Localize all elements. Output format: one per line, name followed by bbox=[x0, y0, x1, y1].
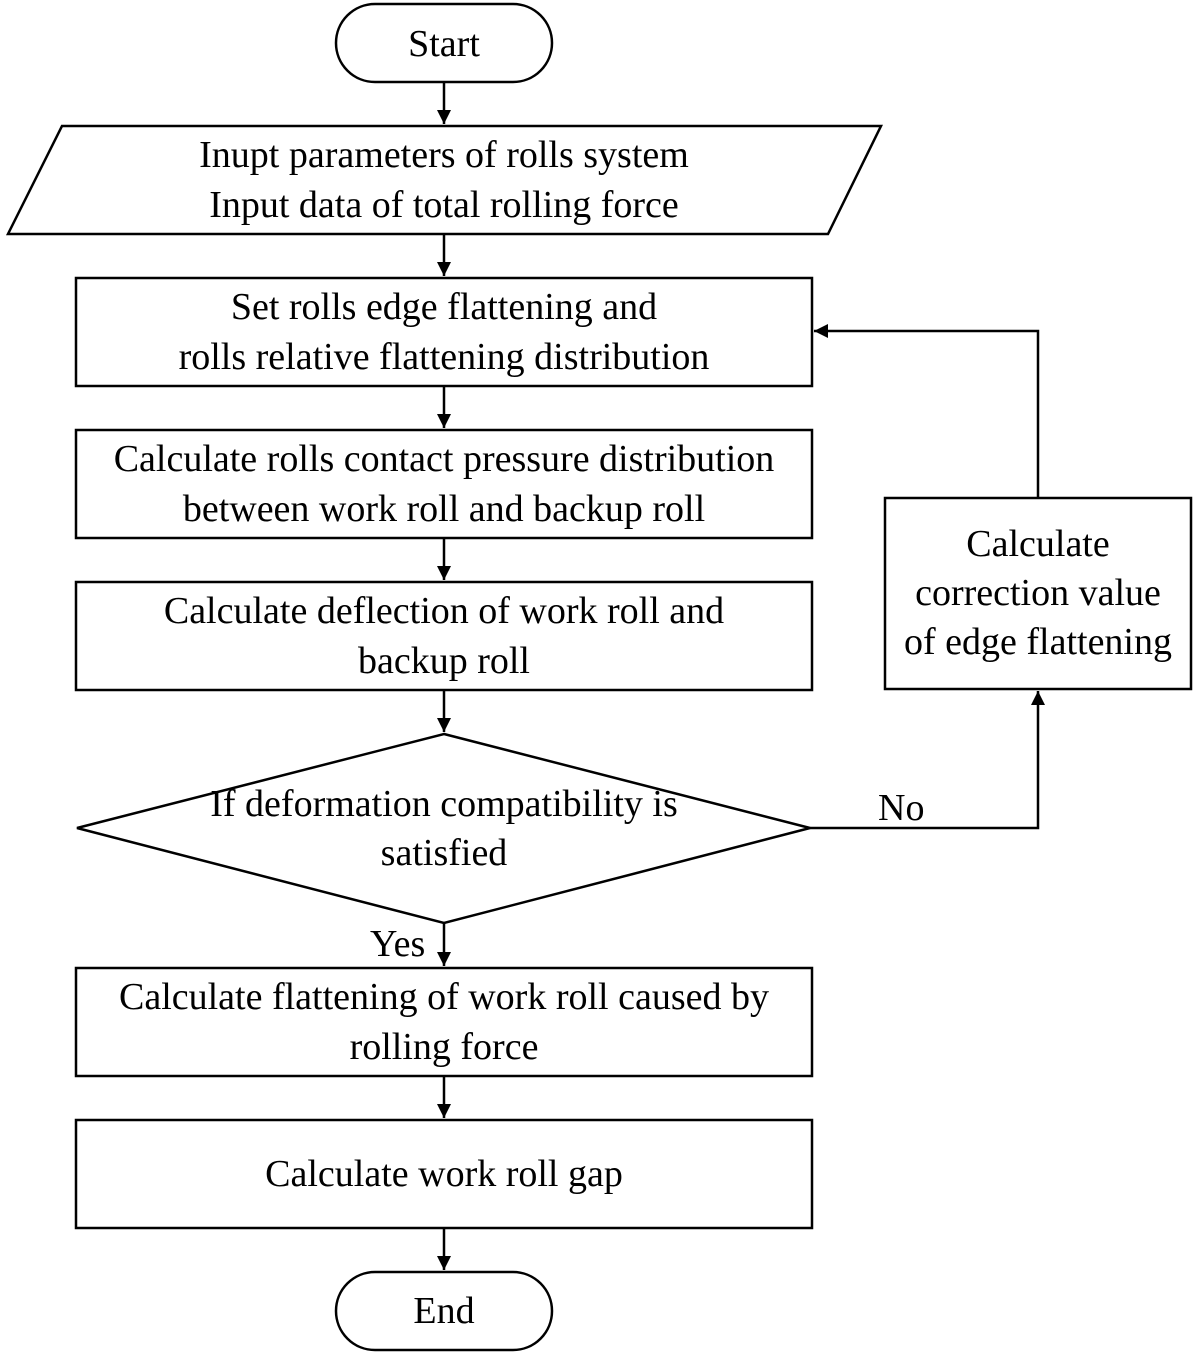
node-work-roll-flattening: Calculate flattening of work roll caused… bbox=[74, 966, 814, 1078]
work-roll-flattening-line-2: rolling force bbox=[350, 1026, 539, 1068]
node-roll-gap: Calculate work roll gap bbox=[74, 1118, 814, 1230]
work-roll-flattening-box bbox=[74, 966, 814, 1078]
node-deflection: Calculate deflection of work roll and ba… bbox=[74, 580, 814, 692]
end-terminator-shape bbox=[334, 1270, 554, 1352]
start-terminator-shape bbox=[334, 2, 554, 84]
arrow-decision-no bbox=[810, 691, 1045, 830]
decision-line-2: satisfied bbox=[381, 832, 508, 874]
yes-label: Yes bbox=[370, 923, 425, 965]
end-label: End bbox=[413, 1290, 474, 1332]
roll-gap-box bbox=[74, 1118, 814, 1230]
decision-line-1: If deformation compatibility is bbox=[210, 783, 678, 825]
input-data-shape bbox=[5, 124, 884, 236]
work-roll-flattening-line-1: Calculate flattening of work roll caused… bbox=[119, 976, 769, 1018]
contact-pressure-box bbox=[74, 428, 814, 540]
set-flattening-line-1: Set rolls edge flattening and bbox=[231, 286, 657, 328]
node-input: Inupt parameters of rolls system Input d… bbox=[5, 124, 884, 236]
deflection-box bbox=[74, 580, 814, 692]
connectors bbox=[437, 82, 1045, 1270]
node-decision: If deformation compatibility is satisfie… bbox=[76, 732, 811, 925]
node-end: End bbox=[334, 1270, 554, 1352]
deflection-line-1: Calculate deflection of work roll and bbox=[164, 590, 724, 632]
input-label-line-2: Input data of total rolling force bbox=[209, 184, 679, 226]
set-flattening-line-2: rolls relative flattening distribution bbox=[179, 336, 710, 378]
set-flattening-box bbox=[74, 276, 814, 388]
contact-pressure-line-1: Calculate rolls contact pressure distrib… bbox=[114, 438, 775, 480]
node-set-flattening: Set rolls edge flattening and rolls rela… bbox=[74, 276, 814, 388]
contact-pressure-line-2: between work roll and backup roll bbox=[183, 488, 705, 530]
correction-box bbox=[883, 496, 1193, 691]
start-label: Start bbox=[408, 23, 480, 65]
node-contact-pressure: Calculate rolls contact pressure distrib… bbox=[74, 428, 814, 540]
input-label-line-1: Inupt parameters of rolls system bbox=[199, 134, 689, 176]
arrow-correction-loop bbox=[814, 324, 1040, 498]
deflection-line-2: backup roll bbox=[358, 640, 530, 682]
decision-diamond bbox=[76, 732, 811, 925]
node-correction: Calculate correction value of edge flatt… bbox=[883, 496, 1193, 691]
node-start: Start bbox=[334, 2, 554, 84]
correction-line-3: of edge flattening bbox=[904, 621, 1172, 663]
correction-line-2: correction value bbox=[915, 572, 1161, 614]
no-label: No bbox=[878, 787, 924, 829]
correction-line-1: Calculate bbox=[966, 523, 1109, 565]
roll-gap-label: Calculate work roll gap bbox=[265, 1153, 623, 1195]
